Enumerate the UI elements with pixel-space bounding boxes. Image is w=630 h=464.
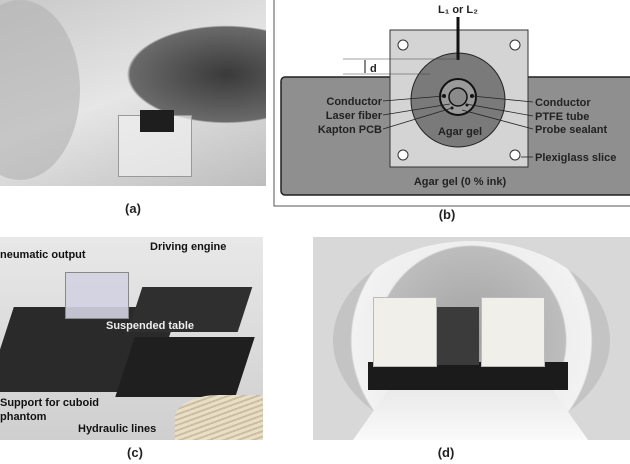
rod-label: L₁ or L₂ <box>438 4 478 16</box>
probe-holder <box>437 307 479 365</box>
black-holder <box>140 110 174 132</box>
panel-label-b: (b) <box>438 207 456 222</box>
center-label-agar-gel: Agar gel <box>438 126 482 138</box>
right-label-ptfe-tube: PTFE tube <box>535 111 589 123</box>
annotation-hydraulic-lines: Hydraulic lines <box>78 423 157 435</box>
right-label-probe-sealant: Probe sealant <box>535 124 607 136</box>
photo-mri-setup-a <box>0 0 266 186</box>
annotation-support-1: Support for cuboid <box>0 397 99 409</box>
panel-label-d: (d) <box>437 445 455 460</box>
suspended-table <box>115 337 255 397</box>
probe-sealant <box>448 87 468 107</box>
left-block <box>373 297 437 367</box>
hydraulic-lines <box>175 395 263 440</box>
leader-lines <box>382 95 534 158</box>
acrylic-box <box>65 272 129 319</box>
distance-label: d <box>370 63 377 75</box>
bottom-label-agar-gel: Agar gel (0 % ink) <box>414 176 507 188</box>
mounting-holes <box>397 39 521 161</box>
annotation-driving-engine: Driving engine <box>150 241 227 253</box>
left-label-conductor: Conductor <box>326 96 382 108</box>
right-block <box>481 297 545 367</box>
patient-table <box>353 390 588 440</box>
right-label-plexiglass: Plexiglass slice <box>535 152 616 164</box>
right-label-conductor: Conductor <box>535 97 591 109</box>
left-label-laser-fiber: Laser fiber <box>326 110 383 122</box>
annotation-suspended-table: Suspended table <box>106 320 195 332</box>
panel-label-c: (c) <box>127 445 143 460</box>
photo-scanner-bore-d <box>313 237 630 440</box>
photo-motion-platform-c: neumatic output Driving engine Suspended… <box>0 237 263 440</box>
annotation-support-2: phantom <box>0 411 47 423</box>
phantom-box <box>118 115 192 177</box>
annotation-pneumatic-output: neumatic output <box>0 249 86 261</box>
left-label-kapton-pcb: Kapton PCB <box>318 124 382 136</box>
panel-label-a: (a) <box>125 201 141 216</box>
